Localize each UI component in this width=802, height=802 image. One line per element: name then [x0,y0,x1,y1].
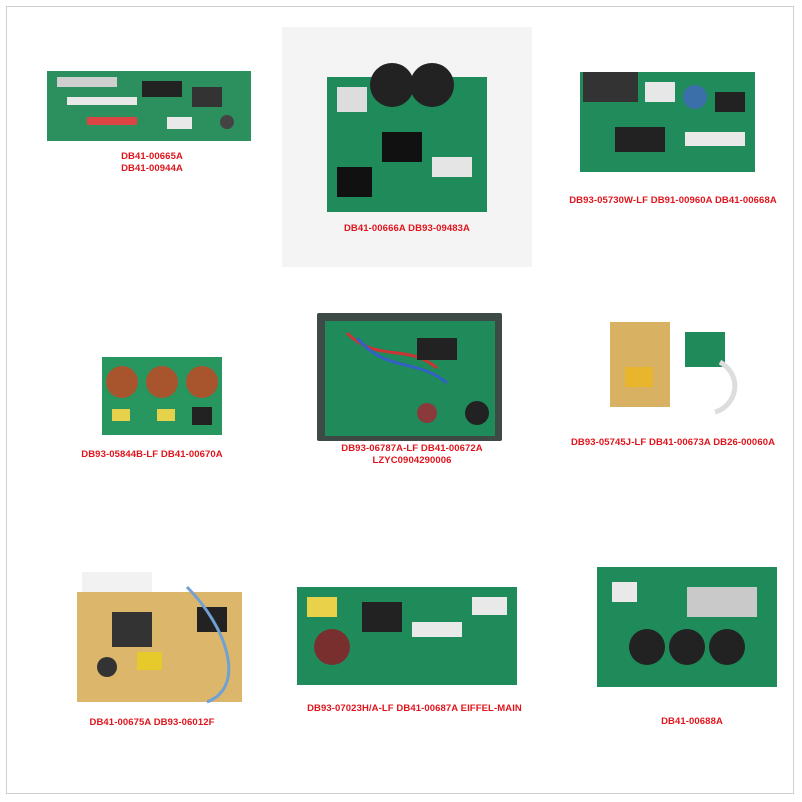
product-tile-7[interactable]: DB41-00675A DB93-06012F [47,567,257,737]
product-tile-2[interactable]: DB41-00666A DB93-09483A [282,27,532,267]
pcb-photo [322,47,492,217]
pcb-photo [592,562,782,692]
pcb-photo [575,67,760,177]
pcb-photo [47,67,251,145]
product-label: DB93-05745J-LF DB41-00673A DB26-00060A [570,437,776,448]
product-label: DB93-05730W-LF DB91-00960A DB41-00668A [569,195,777,206]
product-label: DB93-07023H/A-LF DB41-00687A EIFFEL-MAIN [307,703,522,714]
product-label: DB93-05844B-LF DB41-00670A [81,449,223,460]
pcb-photo [317,313,502,441]
pcb-photo [97,347,227,439]
product-tile-4[interactable]: DB93-05844B-LF DB41-00670A [47,337,257,467]
pcb-photo [292,582,522,690]
product-label: DB41-00688A [661,716,723,727]
product-tile-8[interactable]: DB93-07023H/A-LF DB41-00687A EIFFEL-MAIN [292,582,537,722]
pcb-photo [595,317,755,417]
product-tile-6[interactable]: DB93-05745J-LF DB41-00673A DB26-00060A [555,317,791,457]
product-label: DB41-00666A DB93-09483A [343,223,471,234]
product-tile-9[interactable]: DB41-00688A [592,562,792,732]
product-label: DB41-00675A DB93-06012F [89,717,215,728]
pcb-photo [67,567,252,707]
product-tile-3[interactable]: DB93-05730W-LF DB91-00960A DB41-00668A [555,67,791,217]
